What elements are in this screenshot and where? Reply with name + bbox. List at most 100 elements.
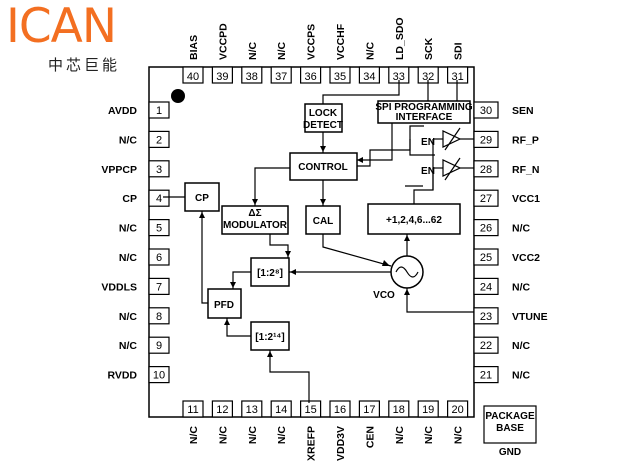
top-pin-label: BIAS: [188, 35, 200, 60]
left-pin-box: [148, 219, 170, 237]
bottom-pin-number: 14: [275, 404, 287, 416]
top-pin-number: 34: [363, 71, 375, 83]
bottom-pin-number: 20: [451, 404, 463, 416]
top-pin-number: 33: [393, 71, 405, 83]
vco-sine-icon: [395, 266, 419, 278]
left-pin-number: 2: [156, 134, 162, 146]
feedback-divider-label: [1:2⁸]: [257, 268, 283, 279]
bottom-pin-box: [300, 400, 322, 418]
ican-logo: ICAN 中芯巨能: [6, 2, 156, 82]
cal-label: CAL: [313, 216, 334, 227]
bottom-pin-label: N/C: [394, 426, 406, 445]
left-pin-label: N/C: [119, 340, 138, 352]
left-pin-box: [148, 336, 170, 354]
bottom-pin-box: [358, 400, 380, 418]
top-pin-number: 39: [216, 71, 228, 83]
left-pin-label: N/C: [119, 134, 138, 146]
modulator-label: MODULATOR: [223, 220, 288, 231]
modulator-symbol: ΔΣ: [248, 208, 261, 219]
left-pin-box: [148, 160, 170, 178]
vco-label: VCO: [373, 290, 395, 301]
lock-detect-block: [304, 103, 343, 133]
top-pin-label: N/C: [364, 42, 376, 61]
bottom-pin-number: 16: [334, 404, 346, 416]
signal-wires: [163, 80, 474, 403]
bottom-pin-row: 11N/C12N/C13N/C14N/C15XREFP16VDD3V17CEN1…: [182, 400, 469, 461]
left-pin-label: VDDLS: [101, 281, 137, 293]
bottom-pin-label: N/C: [217, 426, 229, 445]
feedback-divider-block: [250, 257, 290, 287]
left-pin-box: [148, 101, 170, 119]
bottom-pin-label: CEN: [364, 426, 376, 448]
bottom-pin-number: 11: [187, 404, 198, 416]
output-divider-label: +1,2,4,6...62: [386, 215, 442, 226]
top-pin-number: 31: [451, 71, 463, 83]
package-base-box: [483, 405, 537, 444]
left-pin-label: N/C: [119, 252, 138, 264]
top-pin-number: 35: [334, 71, 346, 83]
lock-detect-label-1: LOCK: [309, 108, 338, 119]
package-label-2: BASE: [496, 423, 524, 434]
bottom-pin-number: 15: [304, 404, 316, 416]
bottom-pin-label: N/C: [423, 426, 435, 445]
bottom-pin-label: N/C: [188, 426, 200, 445]
bottom-pin-box: [211, 400, 233, 418]
right-pin-box: [473, 101, 499, 119]
right-pin-box: [473, 277, 499, 295]
right-pin-number: 29: [480, 134, 492, 146]
bottom-pin-box: [447, 400, 469, 418]
spi-label-2: INTERFACE: [396, 112, 453, 123]
bottom-pin-label: N/C: [453, 426, 465, 445]
bottom-pin-label: VDD3V: [335, 426, 347, 461]
right-pin-label: VTUNE: [512, 311, 548, 323]
pin1-marker: [171, 89, 185, 103]
top-pin-box: [270, 66, 292, 84]
bottom-pin-number: 13: [246, 404, 258, 416]
left-pin-number: 9: [156, 340, 162, 352]
right-pin-label: N/C: [512, 223, 531, 235]
delta-sigma-modulator-block: [221, 205, 289, 235]
bottom-pin-label: XREFP: [306, 426, 318, 461]
top-pin-box: [241, 66, 263, 84]
right-pin-number: 22: [480, 340, 492, 352]
left-pin-number: 3: [156, 164, 162, 176]
top-pin-row: 40BIAS39VCCPD38N/C37N/C36VCCPS35VCCHF34N…: [182, 17, 469, 84]
en-label-rf-n: EN: [421, 166, 435, 177]
right-pin-label: SEN: [512, 105, 534, 117]
lock-detect-label-2: DETECT: [303, 120, 343, 131]
left-pin-label: VPPCP: [101, 164, 137, 176]
left-pin-label: N/C: [119, 311, 138, 323]
left-pin-label: CP: [122, 193, 137, 205]
top-pin-label: N/C: [276, 42, 288, 61]
left-pin-label: AVDD: [108, 105, 137, 117]
cal-block: [305, 205, 341, 235]
rf-p-buffer-icon: [442, 130, 462, 148]
right-pin-number: 23: [480, 311, 492, 323]
right-pin-label: RF_P: [512, 134, 539, 146]
top-pin-number: 32: [422, 71, 434, 83]
right-pin-number: 28: [480, 164, 492, 176]
right-pin-box: [473, 366, 499, 384]
bottom-pin-box: [241, 400, 263, 418]
left-pin-number: 10: [153, 370, 165, 382]
bottom-pin-label: N/C: [247, 426, 259, 445]
right-pin-label: N/C: [512, 281, 531, 293]
bottom-pin-number: 18: [393, 404, 405, 416]
left-pin-number: 8: [156, 311, 162, 323]
logo-subtitle: 中芯巨能: [48, 56, 121, 74]
top-pin-label: LD_SDO: [394, 17, 406, 60]
bottom-pin-box: [182, 400, 204, 418]
top-pin-box: [211, 66, 233, 84]
top-pin-number: 40: [187, 71, 199, 83]
package-label-3: GND: [499, 447, 521, 458]
right-pin-label: RF_N: [512, 164, 539, 176]
right-pin-box: [473, 336, 499, 354]
pfd-block: [207, 288, 242, 319]
right-pin-box: [473, 189, 499, 207]
right-pin-number: 25: [480, 252, 492, 264]
bottom-pin-box: [329, 400, 351, 418]
top-pin-label: VCCHF: [335, 23, 347, 60]
reference-divider-label: [1:2¹⁴]: [255, 332, 284, 343]
left-pin-column: 1AVDD2N/C3VPPCP4CP5N/C6N/C7VDDLS8N/C9N/C…: [101, 101, 170, 384]
